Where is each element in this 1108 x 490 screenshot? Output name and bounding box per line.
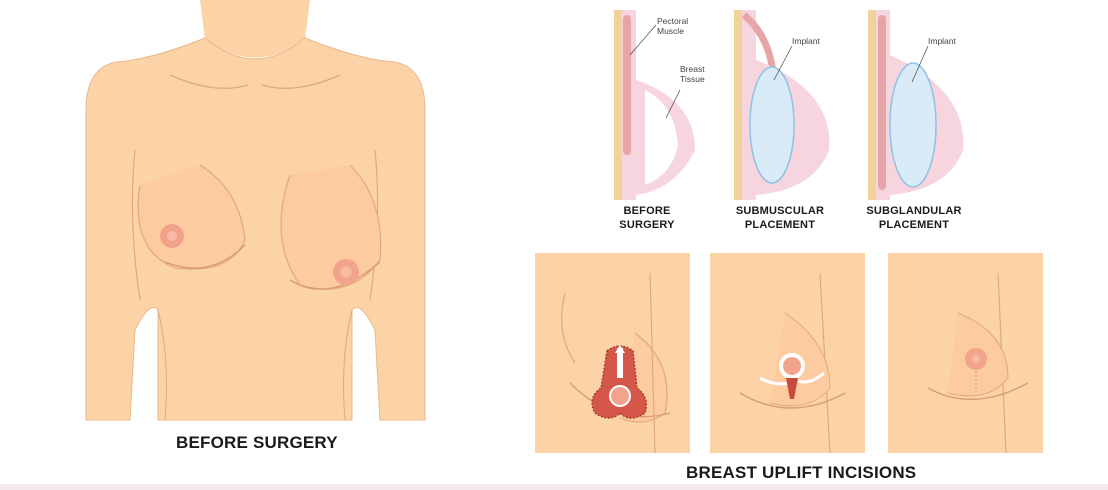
breast-right <box>280 164 382 290</box>
callout-breast-1: Breast <box>680 64 705 74</box>
incisions-caption: BREAST UPLIFT INCISIONS <box>686 463 917 482</box>
callout-implant-2: Implant <box>792 36 821 46</box>
nipple-right <box>340 266 352 278</box>
implant <box>749 66 795 184</box>
cross-section-subglandular: Implant <box>868 10 964 200</box>
cross-caption-subglandular: SUBGLANDULAR PLACEMENT <box>866 205 962 231</box>
implant <box>889 62 937 188</box>
cross-section-before: Pectoral Muscle Breast Tissue <box>614 10 705 200</box>
cross-section-submuscular: Implant <box>734 10 830 200</box>
callout-pectoral-1: Pectoral <box>657 16 688 26</box>
footer-strip <box>0 484 1108 490</box>
incision-panel-3 <box>888 253 1043 454</box>
callout-breast-2: Tissue <box>680 74 705 84</box>
anchor-incision-marking <box>591 345 648 419</box>
incision-panel-2 <box>710 253 865 454</box>
cross-caption-submuscular: SUBMUSCULAR PLACEMENT <box>735 205 825 231</box>
torso-body <box>85 37 426 421</box>
pectoral-muscle <box>623 15 631 155</box>
lollipop-incision-marking <box>759 353 825 399</box>
incision-panel-1 <box>535 253 690 454</box>
torso-neck <box>200 0 310 58</box>
callout-implant-3: Implant <box>928 36 957 46</box>
pectoral-muscle <box>878 15 886 190</box>
torso-caption: BEFORE SURGERY <box>176 433 338 452</box>
ribcage <box>614 10 622 200</box>
cross-caption-before: BEFORE SURGERY <box>619 205 675 231</box>
nipple-left <box>167 231 177 241</box>
callout-pectoral-2: Muscle <box>657 26 684 36</box>
torso-illustration <box>85 0 426 421</box>
